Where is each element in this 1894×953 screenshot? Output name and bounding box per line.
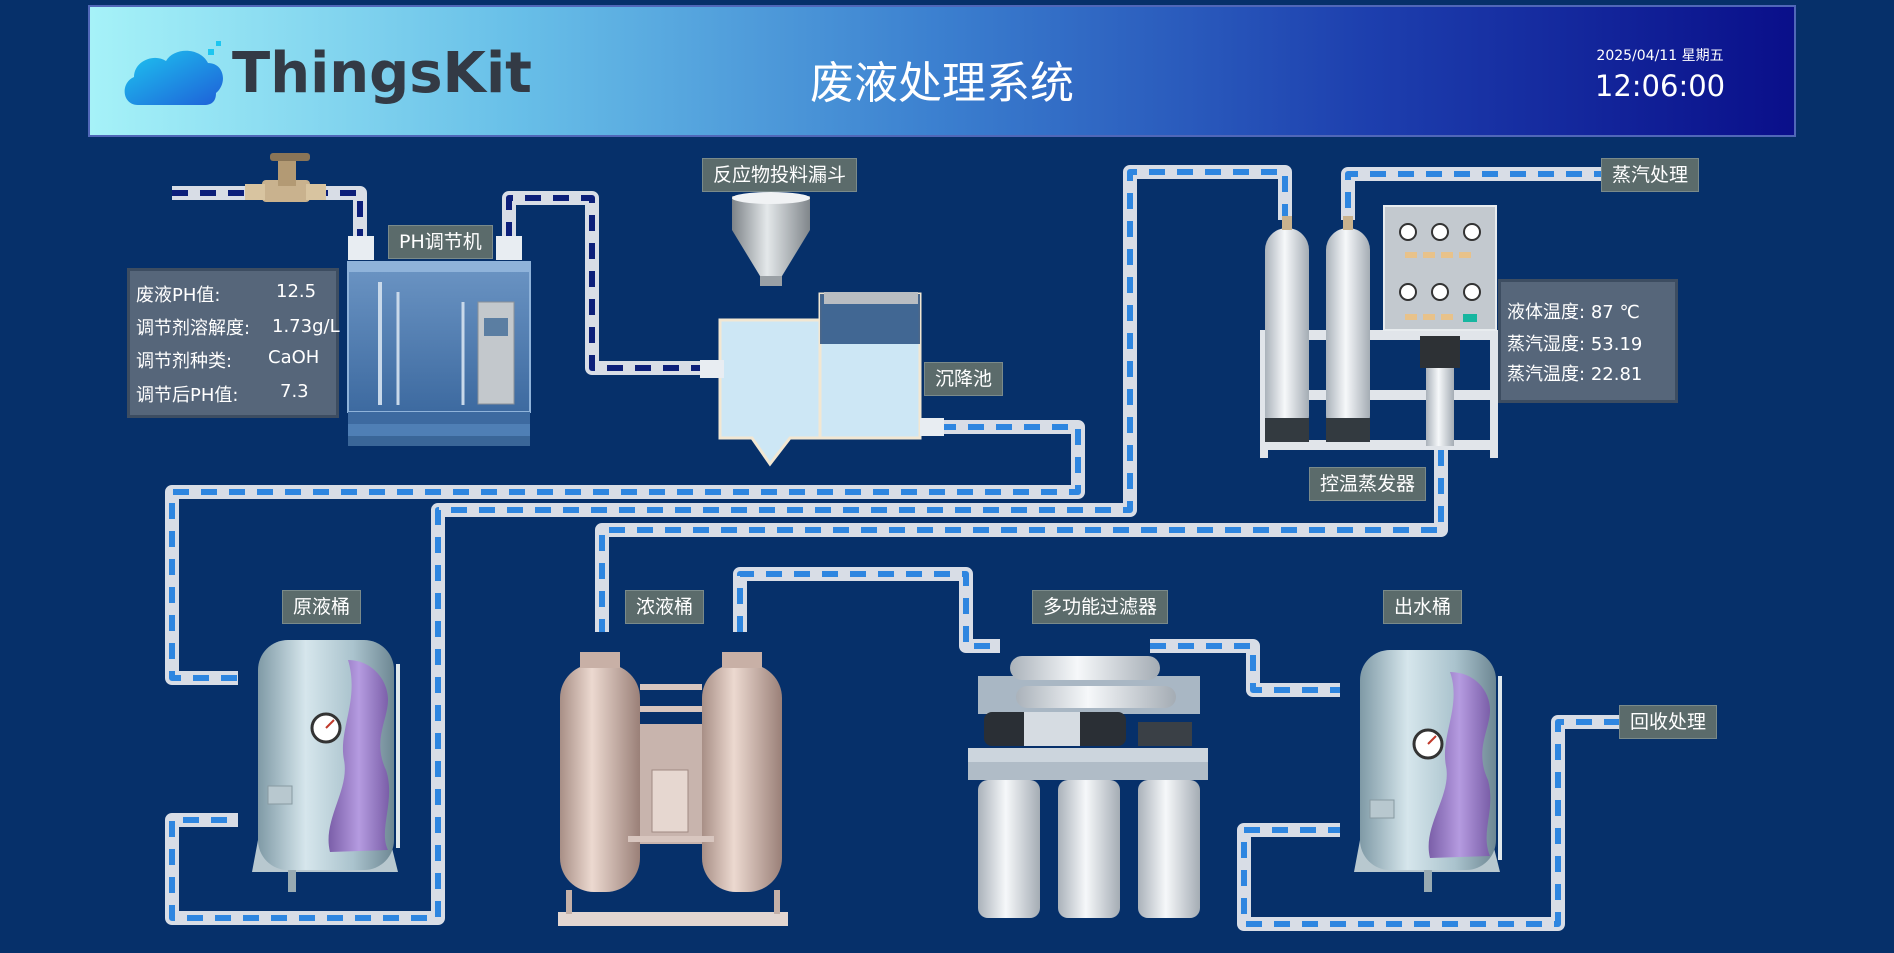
steam-row-value: 87 ℃ (1590, 302, 1640, 323)
current-time: 12:06:00 (1594, 69, 1726, 103)
outlet-tank (1354, 650, 1502, 892)
ph-row-value: CaOH (268, 347, 320, 368)
current-date: 2025/04/11 星期五 (1596, 48, 1724, 64)
ph-row-label: 调节剂溶解度: (136, 318, 251, 339)
system-title: 废液处理系统 (810, 58, 1074, 109)
thingskit-logo: ThingsKit (120, 31, 540, 121)
concentrate-tank (558, 652, 788, 926)
ph-row-label: 废液PH值: (136, 285, 221, 306)
steam-info-panel: 液体温度: 87 ℃ 蒸汽湿度: 53.19 蒸汽温度: 22.81 (1498, 279, 1678, 403)
ph-row-label: 调节剂种类: (136, 351, 233, 372)
multi-function-filter (968, 656, 1208, 918)
label-temp-evaporator[interactable]: 控温蒸发器 (1309, 467, 1427, 501)
steam-row-label: 蒸汽湿度: (1507, 334, 1586, 355)
reactant-hopper (732, 192, 810, 286)
steam-row-value: 22.81 (1590, 364, 1643, 385)
ph-row-adjusted-ph: 调节后PH值: 7.3 (136, 381, 309, 407)
steam-row-steam-temp: 蒸汽温度: 22.81 (1507, 360, 1642, 386)
steam-row-label: 蒸汽温度: (1507, 364, 1586, 385)
ph-row-solubility: 调节剂溶解度: 1.73g/L (136, 314, 340, 340)
steam-row-liquid-temp: 液体温度: 87 ℃ (1507, 298, 1640, 324)
faucet-valve (245, 153, 326, 202)
label-steam-treatment[interactable]: 蒸汽处理 (1601, 158, 1700, 192)
header-bar: ThingsKit 废液处理系统 2025/04/11 星期五 12:06:00 (88, 5, 1796, 137)
pipe-network (165, 165, 1620, 931)
ph-adjuster-machine (347, 236, 531, 446)
label-settling-tank[interactable]: 沉降池 (924, 362, 1004, 396)
settling-tank (700, 292, 944, 467)
ph-row-waste-ph: 废液PH值: 12.5 (136, 281, 316, 307)
ph-row-label: 调节后PH值: (136, 385, 239, 406)
ph-row-regulator-type: 调节剂种类: CaOH (136, 347, 319, 373)
label-recycle[interactable]: 回收处理 (1619, 705, 1718, 739)
cloud-logo-icon (124, 41, 223, 105)
label-reactant-hopper[interactable]: 反应物投料漏斗 (702, 158, 858, 192)
label-multi-filter[interactable]: 多功能过滤器 (1032, 590, 1169, 624)
evaporator-unit (1260, 205, 1498, 458)
logo-text: ThingsKit (232, 41, 532, 106)
ph-info-panel: 废液PH值: 12.5 调节剂溶解度: 1.73g/L 调节剂种类: CaOH … (127, 268, 340, 418)
steam-row-humidity: 蒸汽湿度: 53.19 (1507, 330, 1642, 356)
ph-row-value: 1.73g/L (272, 316, 340, 337)
ph-row-value: 7.3 (280, 381, 309, 402)
steam-row-value: 53.19 (1590, 334, 1643, 355)
label-raw-tank[interactable]: 原液桶 (282, 590, 362, 624)
label-ph-adjuster[interactable]: PH调节机 (388, 225, 493, 259)
label-concentrate-tank[interactable]: 浓液桶 (625, 590, 705, 624)
raw-liquid-tank (252, 640, 400, 892)
ph-row-value: 12.5 (276, 281, 317, 302)
steam-row-label: 液体温度: (1507, 302, 1586, 323)
label-outlet-tank[interactable]: 出水桶 (1383, 590, 1463, 624)
